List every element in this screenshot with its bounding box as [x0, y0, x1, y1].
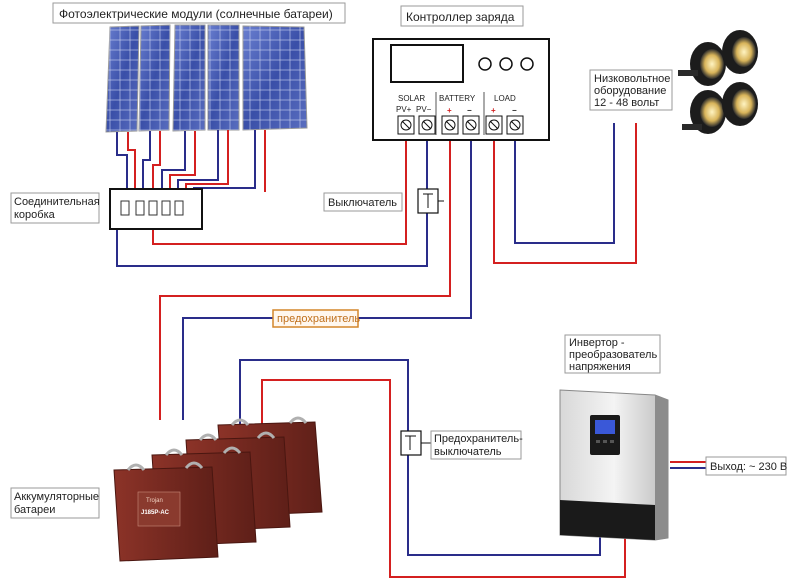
switch-label: Выключатель [328, 197, 397, 209]
inverter-label-line1: Инвертор - [569, 337, 625, 349]
terminal-screws [397, 115, 524, 135]
low-voltage-label-line1: Низковольтное [594, 73, 670, 85]
junction-box-label-line1: Соединительная [14, 196, 100, 208]
labels: Фотоэлектрические модули (солнечные бата… [10, 2, 787, 519]
junction-box-label-line2: коробка [14, 209, 56, 221]
terminal-group-battery: BATTERY [439, 94, 476, 103]
solar-panel-icon [105, 25, 140, 133]
terminal-battery-plus: + [447, 106, 452, 115]
battery-icon: Trojan J185P-AC [113, 461, 219, 562]
terminal-load-minus: − [512, 106, 517, 115]
inverter-icon [559, 389, 669, 541]
terminal-pv-plus: PV+ [396, 105, 412, 114]
controller-label: Контроллер заряда [406, 10, 515, 24]
solar-panel-icon [207, 24, 240, 131]
switch-icon [400, 430, 431, 456]
floodlight-icon [682, 82, 758, 134]
inverter-label-line2: преобразователь [569, 349, 657, 361]
batteries-label-line1: Аккумуляторные [14, 491, 99, 503]
solar-panel-icon [242, 25, 308, 131]
controller-button [478, 57, 492, 71]
terminal-load-plus: + [491, 106, 496, 115]
switch-icon [417, 188, 444, 214]
low-voltage-label-line2: оборудование [594, 85, 666, 97]
fuse-label: предохранитель [277, 313, 360, 325]
controller-display [390, 44, 464, 83]
controller-button [520, 57, 534, 71]
terminal-battery-minus: − [467, 106, 472, 115]
wiring [116, 123, 706, 578]
charge-controller: SOLAR BATTERY LOAD PV+ PV− + − + − [372, 38, 550, 141]
battery-brand: Trojan [146, 498, 163, 504]
fuse-icon [120, 200, 184, 216]
terminal-group-solar: SOLAR [398, 94, 425, 103]
inverter-label-line3: напряжения [569, 361, 631, 373]
fuse-switch-label-line1: Предохранитель- [434, 433, 523, 445]
battery-bank: Trojan J185P-AC [113, 416, 323, 562]
battery-model: J185P-AC [141, 510, 170, 516]
terminal-group-load: LOAD [494, 94, 516, 103]
output-label: Выход: ~ 230 В [710, 461, 787, 473]
controller-button [499, 57, 513, 71]
solar-panel-icon [138, 24, 171, 132]
solar-panel-icon [172, 24, 206, 132]
solar-panels [105, 24, 308, 133]
batteries-label-line2: батареи [14, 504, 55, 516]
junction-box [109, 188, 203, 230]
floodlight-icon [678, 30, 758, 86]
terminal-pv-minus: PV− [416, 105, 432, 114]
low-voltage-label-line3: 12 - 48 вольт [594, 97, 659, 109]
fuse-switch-label-line2: выключатель [434, 446, 502, 458]
solar-panels-label: Фотоэлектрические модули (солнечные бата… [59, 7, 333, 21]
